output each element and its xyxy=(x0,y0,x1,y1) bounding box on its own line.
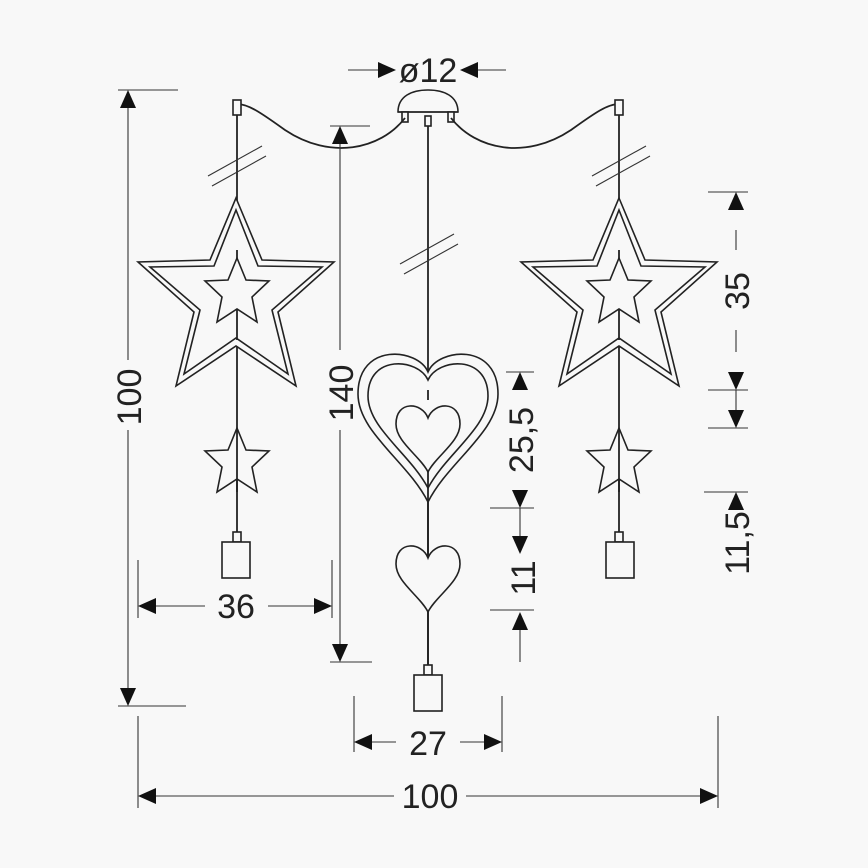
max-drop-label: 140 xyxy=(323,365,361,422)
dim-total-height: 100 xyxy=(111,89,186,707)
center-heart-pendant xyxy=(357,353,499,712)
dim-canopy-diameter: ø12 xyxy=(348,52,506,90)
left-star-pendant xyxy=(137,197,335,579)
total-height-label: 100 xyxy=(111,369,149,426)
dim-heart-width: 27 xyxy=(353,696,503,763)
ceiling-canopy xyxy=(397,89,459,127)
star-height-label: 35 xyxy=(719,272,757,310)
dim-star-height: 35 xyxy=(708,191,757,391)
dim-small-heart-height: 11 xyxy=(490,508,543,662)
total-width-label: 100 xyxy=(402,778,459,816)
dim-max-drop: 140 xyxy=(323,125,372,663)
dim-heart-height: 25,5 xyxy=(490,371,541,509)
dim-star-width: 36 xyxy=(137,560,333,626)
right-star-pendant xyxy=(520,197,718,579)
dim-total-width: 100 xyxy=(137,716,719,816)
heart-width-label: 27 xyxy=(409,725,447,763)
small-star-height-label: 11,5 xyxy=(719,511,757,575)
small-heart-height-label: 11 xyxy=(505,560,543,595)
star-width-label: 36 xyxy=(217,588,255,626)
dim-small-star-height: 11,5 xyxy=(704,390,757,575)
heart-height-label: 25,5 xyxy=(503,407,541,473)
canopy-diameter-label: ø12 xyxy=(399,52,458,90)
